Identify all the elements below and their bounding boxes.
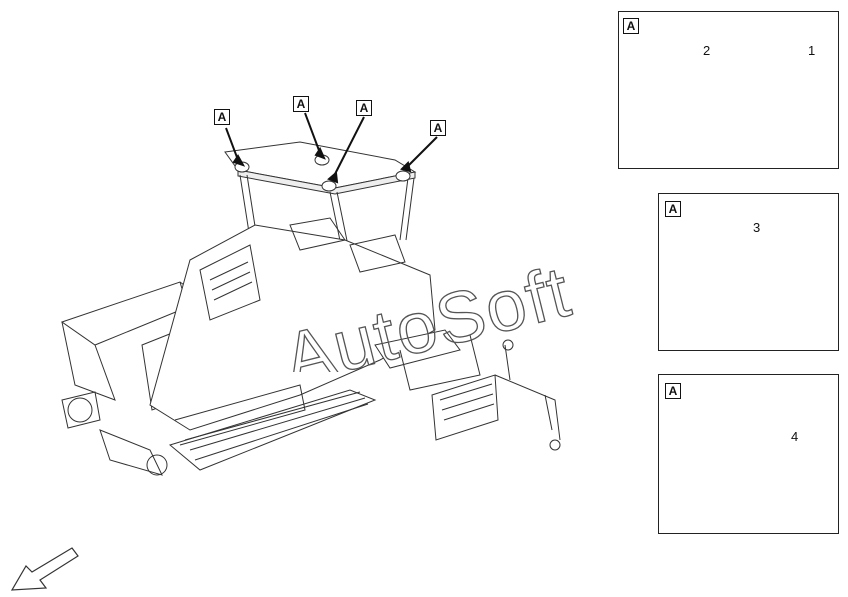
watermark: AutoSoft <box>276 251 580 372</box>
watermark-text: AutoSoft <box>276 251 579 372</box>
callout-tag-a: A <box>214 109 230 125</box>
outline-arrow-icon <box>10 547 79 591</box>
panel-tag-a: A <box>665 201 681 217</box>
callout-tag-a: A <box>356 100 372 116</box>
detail-panel-lamp-1-2 <box>618 11 839 169</box>
detail-panel-lamp-4 <box>658 374 839 534</box>
callout-tag-a: A <box>293 96 309 112</box>
callout-tag-a: A <box>430 120 446 136</box>
panel-tag-a: A <box>665 383 681 399</box>
panel-tag-a: A <box>623 18 639 34</box>
part-number-3: 3 <box>753 220 761 235</box>
part-number-4: 4 <box>791 429 799 444</box>
part-number-2: 2 <box>703 43 711 58</box>
detail-panel-lamp-3 <box>658 193 839 351</box>
part-number-1: 1 <box>808 43 816 58</box>
